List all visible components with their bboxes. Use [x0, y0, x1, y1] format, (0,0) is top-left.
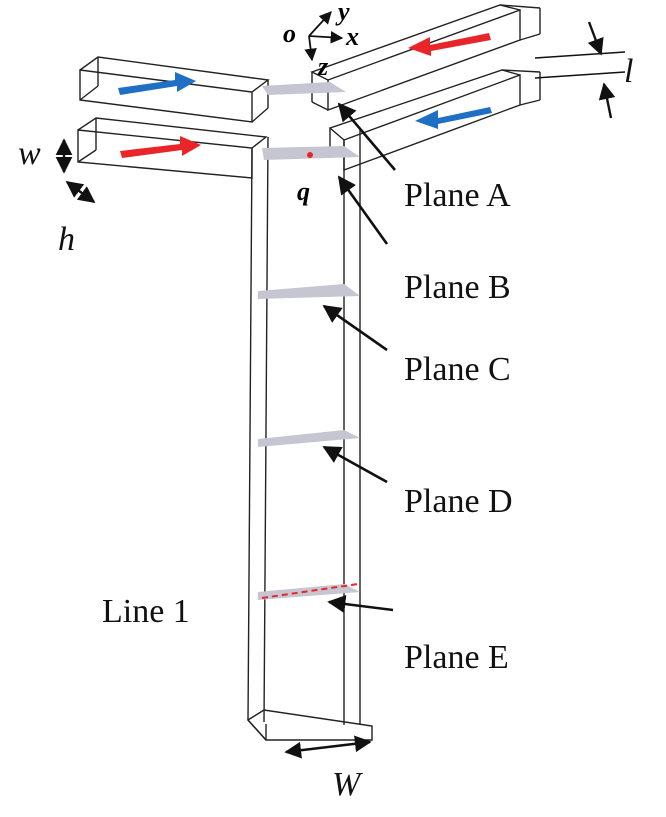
- point-q-label: q: [297, 177, 310, 206]
- plane-d-label: Plane D: [404, 483, 513, 520]
- plane-e-label: Plane E: [404, 639, 509, 676]
- plane-d-surface: [258, 430, 360, 447]
- coordinate-axes: [304, 11, 344, 62]
- plane-b-leader: [337, 175, 389, 245]
- dimension-h-label: h: [58, 221, 75, 258]
- plane-d-leader: [322, 445, 388, 484]
- axis-x-label: x: [345, 22, 359, 51]
- axis-z-label: z: [317, 52, 329, 81]
- dimension-W-label: W: [332, 766, 363, 803]
- plane-e-leader: [327, 595, 394, 614]
- plane-b-label: Plane B: [404, 269, 511, 306]
- plane-c-leader: [322, 304, 388, 352]
- arrow-right-icon: [120, 136, 201, 158]
- dimension-l-marker: [534, 21, 626, 119]
- arrow-right-icon: [118, 72, 196, 95]
- arrow-left-icon: [408, 33, 491, 56]
- axis-origin-label: o: [283, 19, 296, 48]
- line-1-label: Line 1: [102, 593, 190, 630]
- dimension-w-label: w: [18, 135, 41, 172]
- plane-c-label: Plane C: [404, 351, 511, 388]
- plane-a-label: Plane A: [404, 177, 511, 214]
- line-1: [261, 583, 359, 599]
- plane-c-surface: [258, 284, 360, 299]
- plane-a-surface: [262, 82, 346, 95]
- point-q-marker: [307, 152, 313, 158]
- dimension-l-label: l: [624, 53, 633, 90]
- upper-left-channel: [79, 56, 270, 123]
- dimension-W-marker: [284, 735, 372, 759]
- dimension-h-marker: [65, 181, 96, 203]
- arrow-left-icon: [415, 107, 492, 129]
- plane-a-leader: [337, 102, 396, 171]
- axis-y-label: y: [335, 0, 350, 26]
